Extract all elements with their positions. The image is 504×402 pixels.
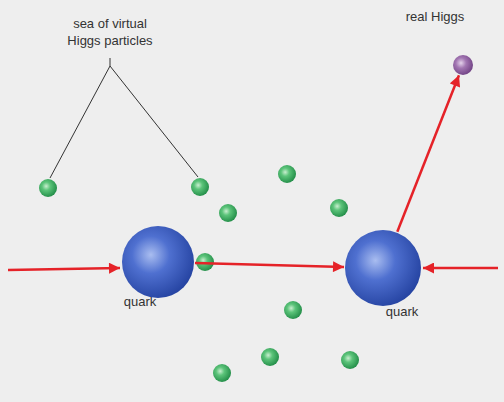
virtual-higgs-particles bbox=[39, 165, 359, 382]
virtual-higgs bbox=[39, 179, 57, 197]
quark: quark bbox=[345, 230, 421, 306]
node-label: real Higgs bbox=[406, 9, 465, 25]
node-label: quark bbox=[386, 304, 419, 320]
sphere bbox=[453, 55, 473, 75]
sphere-fill bbox=[122, 226, 194, 298]
sphere bbox=[122, 226, 194, 298]
incoming-arrows bbox=[8, 268, 498, 270]
sphere-fill bbox=[345, 230, 421, 306]
virtual-higgs bbox=[284, 301, 302, 319]
annotation: sea of virtual Higgs particles bbox=[55, 16, 165, 50]
virtual-higgs bbox=[191, 178, 209, 196]
momentum-arrow bbox=[397, 75, 459, 231]
virtual-higgs bbox=[278, 165, 296, 183]
sphere-fill bbox=[453, 55, 473, 75]
momentum-arrow bbox=[195, 263, 344, 267]
node-label: quark bbox=[124, 294, 157, 310]
sphere bbox=[345, 230, 421, 306]
virtual-higgs bbox=[330, 199, 348, 217]
virtual-higgs bbox=[341, 351, 359, 369]
virtual-higgs bbox=[219, 204, 237, 222]
virtual-higgs bbox=[213, 364, 231, 382]
leader-lines bbox=[50, 58, 198, 178]
real-higgs: real Higgs bbox=[453, 55, 473, 75]
virtual-higgs bbox=[261, 348, 279, 366]
quark: quark bbox=[122, 226, 194, 298]
virtual-higgs bbox=[196, 253, 214, 271]
